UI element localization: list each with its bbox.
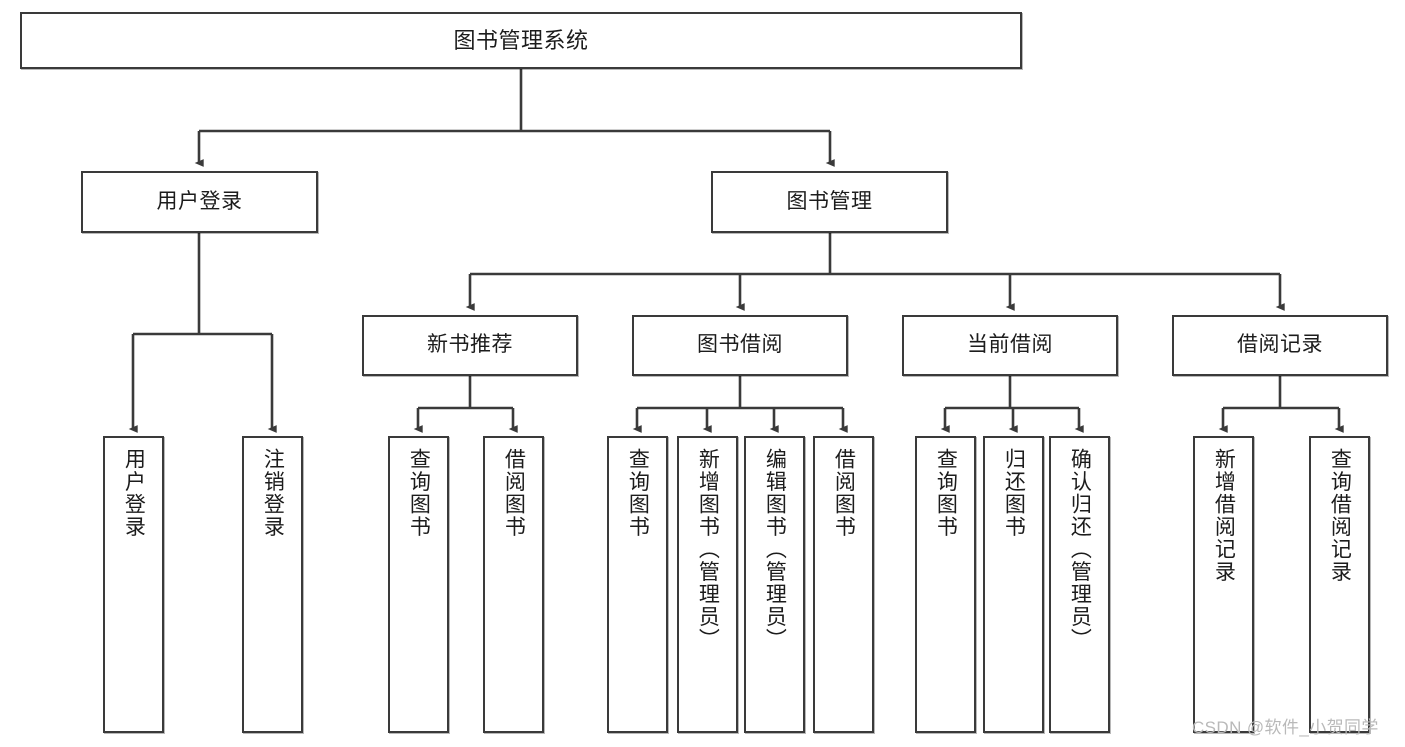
node-leaf-edit-book[interactable]: 编辑图书（管理员） [744,436,805,733]
node-user-login-label: 用户登录 [156,189,243,213]
node-leaf-borrow-book-1[interactable]: 借阅图书 [483,436,544,733]
node-leaf-confirm-return-label: 确认归还（管理员） [1068,448,1092,651]
node-leaf-user-logout-label: 注销登录 [261,448,285,538]
node-leaf-query-book-2[interactable]: 查询图书 [607,436,668,733]
node-book-manage[interactable]: 图书管理 [711,171,948,233]
node-book-manage-label: 图书管理 [786,189,873,213]
node-leaf-edit-book-label: 编辑图书（管理员） [763,448,787,651]
node-leaf-query-record[interactable]: 查询借阅记录 [1309,436,1370,733]
node-leaf-confirm-return[interactable]: 确认归还（管理员） [1049,436,1110,733]
node-current-borrow[interactable]: 当前借阅 [902,315,1118,376]
node-borrow-record[interactable]: 借阅记录 [1172,315,1388,376]
node-leaf-add-book[interactable]: 新增图书（管理员） [677,436,738,733]
node-leaf-add-record-label: 新增借阅记录 [1212,448,1236,583]
node-book-borrow[interactable]: 图书借阅 [632,315,848,376]
node-leaf-user-login[interactable]: 用户登录 [103,436,164,733]
node-leaf-borrow-book-1-label: 借阅图书 [502,448,526,538]
node-new-book-rec-label: 新书推荐 [427,333,513,357]
node-leaf-query-book-1[interactable]: 查询图书 [388,436,449,733]
node-leaf-user-login-label: 用户登录 [122,448,146,538]
node-leaf-borrow-book-2[interactable]: 借阅图书 [813,436,874,733]
node-root[interactable]: 图书管理系统 [20,12,1022,69]
node-leaf-borrow-book-2-label: 借阅图书 [832,448,856,538]
node-leaf-query-book-3[interactable]: 查询图书 [915,436,976,733]
node-leaf-query-book-3-label: 查询图书 [934,448,958,538]
node-book-borrow-label: 图书借阅 [697,333,783,357]
node-root-label: 图书管理系统 [453,27,589,53]
node-leaf-add-record[interactable]: 新增借阅记录 [1193,436,1254,733]
node-leaf-return-book[interactable]: 归还图书 [983,436,1044,733]
node-borrow-record-label: 借阅记录 [1237,333,1323,357]
node-user-login[interactable]: 用户登录 [81,171,318,233]
node-leaf-return-book-label: 归还图书 [1002,448,1026,538]
node-new-book-rec[interactable]: 新书推荐 [362,315,578,376]
node-leaf-add-book-label: 新增图书（管理员） [696,448,720,651]
node-current-borrow-label: 当前借阅 [967,333,1053,357]
node-leaf-query-book-2-label: 查询图书 [626,448,650,538]
csdn-watermark: CSDN @软件_小贺同学 [1192,718,1379,737]
node-leaf-query-book-1-label: 查询图书 [407,448,431,538]
node-leaf-query-record-label: 查询借阅记录 [1328,448,1352,583]
node-leaf-user-logout[interactable]: 注销登录 [242,436,303,733]
